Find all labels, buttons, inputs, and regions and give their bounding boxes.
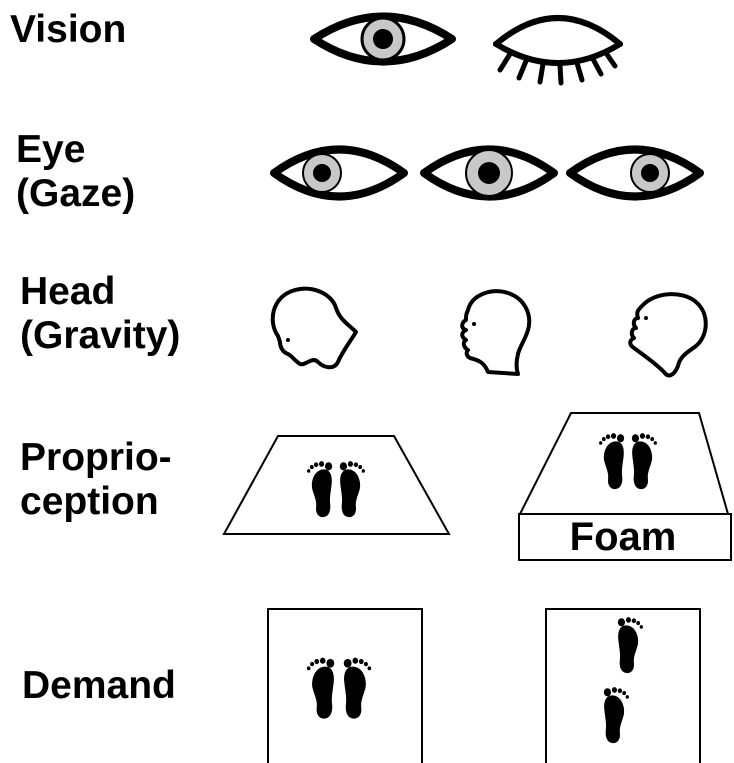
head-label-line1: Head xyxy=(20,270,180,314)
label-head-gravity: Head (Gravity) xyxy=(20,270,180,358)
demand-label-text: Demand xyxy=(22,664,176,708)
eye-closed-icon xyxy=(488,14,628,86)
head-label-line2: (Gravity) xyxy=(20,314,180,358)
label-proprioception: Proprio- ception xyxy=(20,436,172,524)
vision-label-text: Vision xyxy=(10,8,126,52)
eye-gaze-right-icon xyxy=(564,138,706,208)
head-tilt-forward-icon xyxy=(620,288,712,380)
label-vision: Vision xyxy=(10,8,126,52)
eye-open-icon xyxy=(308,8,458,70)
eye-label-line2: (Gaze) xyxy=(16,172,135,216)
proprio-label-line2: ception xyxy=(20,480,172,524)
proprio-label-line1: Proprio- xyxy=(20,436,172,480)
label-eye-gaze: Eye (Gaze) xyxy=(16,128,135,216)
eye-gaze-center-icon xyxy=(418,138,560,208)
head-tilt-back-icon xyxy=(266,284,362,374)
feet-tandem-icon xyxy=(545,608,701,763)
feet-together-icon xyxy=(267,608,423,763)
foam-label: Foam xyxy=(519,514,727,560)
head-upright-icon xyxy=(452,286,536,378)
label-demand: Demand xyxy=(22,664,176,708)
eye-gaze-left-icon xyxy=(268,138,410,208)
firm-surface-icon xyxy=(218,430,456,540)
eye-label-line1: Eye xyxy=(16,128,135,172)
